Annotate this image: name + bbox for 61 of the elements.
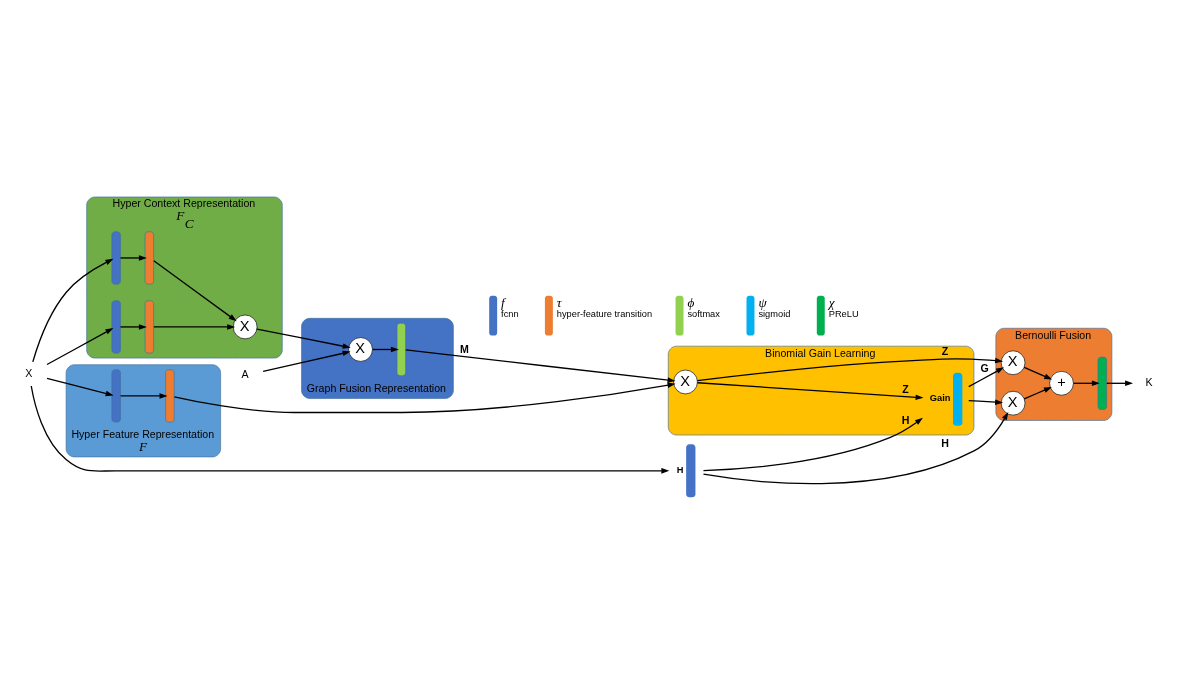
node-circle: X xyxy=(673,369,698,395)
legend-label: sigmoid xyxy=(758,309,791,320)
node-bar xyxy=(953,372,963,426)
node-bar xyxy=(111,300,121,354)
arrow xyxy=(46,377,114,397)
node-text: A xyxy=(241,367,249,380)
arrow xyxy=(1023,366,1053,380)
cluster: Hyper Feature Representation F xyxy=(65,364,221,458)
node-circle: + xyxy=(1049,371,1074,396)
arrow xyxy=(262,350,351,373)
edge-label: Z xyxy=(902,383,909,396)
edge-label: G xyxy=(980,361,989,374)
label: τ xyxy=(556,295,562,311)
arrow xyxy=(153,324,236,330)
node-circle: X xyxy=(1000,350,1026,375)
arrow xyxy=(153,260,237,322)
arrow xyxy=(119,324,147,330)
label: χ xyxy=(828,295,835,311)
node-circle: X xyxy=(232,314,258,340)
arrow xyxy=(968,399,1004,405)
arrow xyxy=(702,411,1009,485)
arrow xyxy=(702,417,923,472)
arrow xyxy=(119,393,168,399)
legend-label: softmax xyxy=(687,309,720,320)
arrow xyxy=(696,382,924,401)
node-circle: X xyxy=(1000,390,1026,416)
legend-label: PReLU xyxy=(828,309,859,320)
node-label: H xyxy=(676,464,684,475)
node-bar xyxy=(111,231,121,285)
node-bar xyxy=(111,369,121,423)
arrow xyxy=(1072,380,1100,387)
node-bar xyxy=(144,231,154,285)
arrow xyxy=(1023,387,1052,400)
legend-label: hyper-feature transition xyxy=(556,309,653,320)
arrow xyxy=(30,385,670,474)
node-circle: X xyxy=(348,337,373,362)
node-text: X xyxy=(25,366,33,379)
arrow xyxy=(1106,380,1134,387)
edge-label: H xyxy=(901,413,910,426)
edge-label: H xyxy=(941,436,949,449)
arrow xyxy=(173,382,676,414)
arrow xyxy=(371,346,399,353)
node-bar xyxy=(165,369,175,423)
node-text: K xyxy=(1145,375,1153,388)
arrow xyxy=(696,357,1004,382)
node-bar xyxy=(396,322,406,376)
arrow xyxy=(32,258,114,363)
label: ϕ xyxy=(687,295,695,311)
arrow xyxy=(405,349,676,383)
edge-label: Z xyxy=(941,345,949,358)
node-bar xyxy=(144,300,154,354)
node-label: Gain xyxy=(929,393,951,404)
label: f xyxy=(501,295,505,311)
arrow xyxy=(46,328,114,366)
edge-label: M xyxy=(460,342,469,355)
arrow xyxy=(119,255,147,261)
label: ψ xyxy=(758,295,767,311)
node-bar xyxy=(686,444,696,498)
arrow xyxy=(968,367,1005,388)
arrow xyxy=(256,328,351,349)
node-bar xyxy=(1097,356,1107,410)
